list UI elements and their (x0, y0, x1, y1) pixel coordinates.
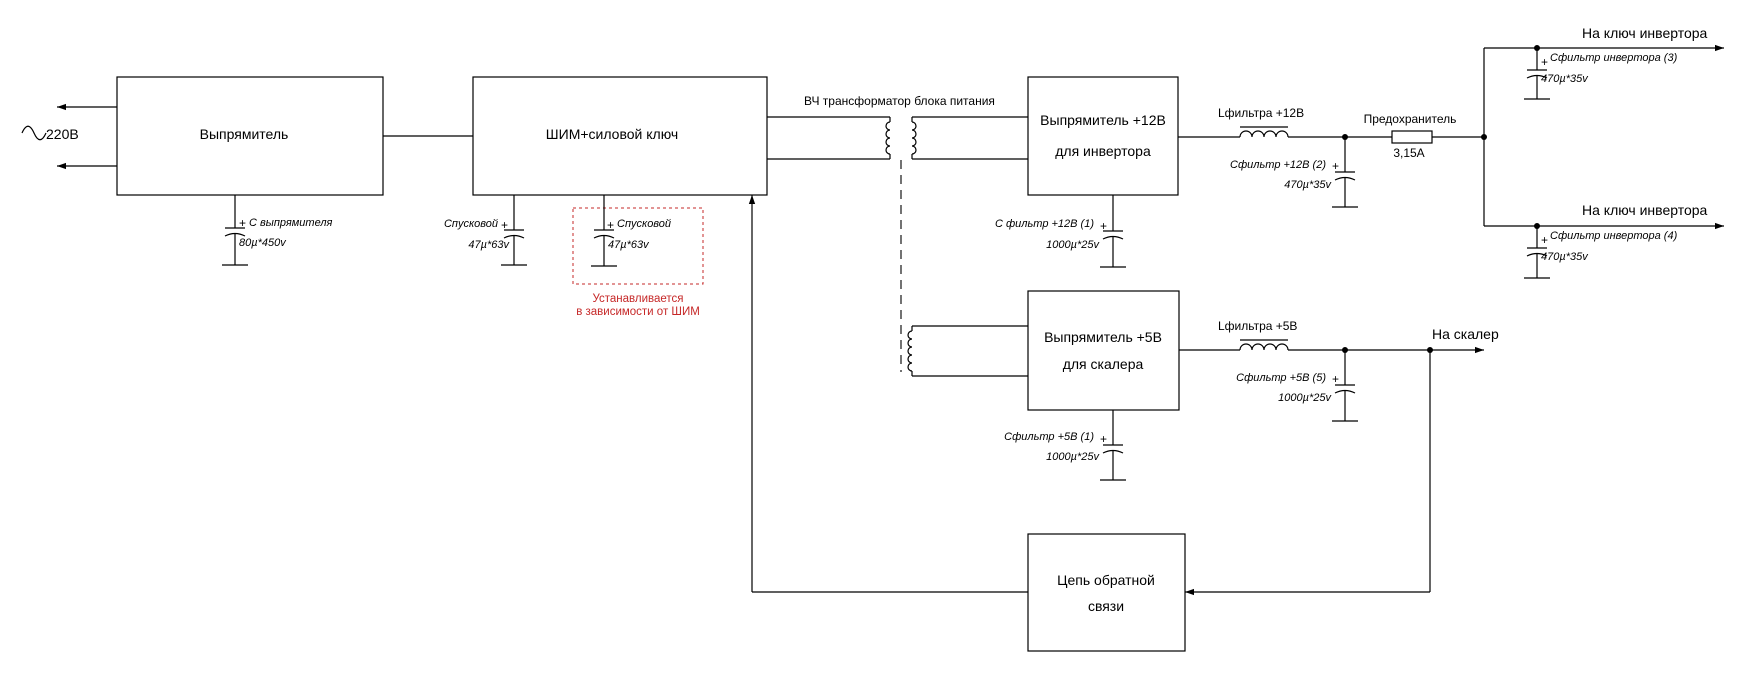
svg-text:+: + (607, 218, 614, 232)
cap-start-1-name: Спусковой (444, 218, 498, 230)
cap-rectifier-value: 80µ*450v (239, 237, 287, 249)
svg-text:+: + (501, 218, 508, 232)
cap-5v-5: + Сфильтр +5В (5) 1000µ*25v (1236, 350, 1358, 422)
cap-12v-2-value: 470µ*35v (1284, 179, 1332, 191)
cap-12v-1: + С фильтр +12В (1) 1000µ*25v (995, 195, 1126, 268)
output-5v-line: Lфильтра +5В На скалер (1179, 319, 1499, 354)
pwm-title: ШИМ+силовой ключ (546, 126, 678, 142)
cap-inverter-3-name: Сфильтр инвертора (3) (1550, 52, 1678, 64)
feedback-title-2: связи (1088, 598, 1124, 614)
inductor-5v (1239, 343, 1289, 351)
cap-rectifier-name: С выпрямителя (249, 217, 333, 229)
cap-inverter-3: + Сфильтр инвертора (3) 470µ*35v (1524, 48, 1678, 100)
feedback-title-1: Цепь обратной (1057, 572, 1155, 588)
output-inverter-1-label: На ключ инвертора (1582, 25, 1708, 41)
feedback-wiring (748, 195, 1431, 596)
svg-text:+: + (1100, 219, 1107, 233)
cap-5v-1: + Сфильтр +5В (1) 1000µ*25v (1004, 410, 1126, 481)
pwm-block: ШИМ+силовой ключ (472, 76, 768, 196)
cap-start-2-name: Спусковой (617, 218, 671, 230)
feedback-block: Цепь обратной связи (1027, 533, 1186, 652)
svg-text:+: + (1332, 372, 1339, 386)
hf-transformer: ВЧ трансформатор блока питания (767, 94, 1028, 377)
rectifier-12v-title-1: Выпрямитель +12В (1040, 112, 1166, 128)
optional-note-line2: в зависимости от ШИМ (576, 306, 700, 318)
cap-5v-5-value: 1000µ*25v (1278, 392, 1332, 404)
svg-text:+: + (239, 216, 246, 230)
svg-text:+: + (1541, 55, 1548, 69)
cap-inverter-3-value: 470µ*35v (1541, 73, 1589, 85)
fuse-label: Предохранитель (1364, 112, 1457, 126)
cap-12v-2-name: Сфильтр +12В (2) (1230, 159, 1326, 171)
rectifier-12v-block: Выпрямитель +12В для инвертора (1027, 76, 1179, 196)
cap-start-2-value: 47µ*63v (608, 239, 650, 251)
cap-5v-5-name: Сфильтр +5В (5) (1236, 372, 1326, 384)
rectifier-5v-title-1: Выпрямитель +5В (1044, 329, 1162, 345)
rectifier-5v-block: Выпрямитель +5В для скалера (1027, 290, 1180, 411)
svg-text:+: + (1332, 159, 1339, 173)
inverter-branch: На ключ инвертора На ключ инвертора (1483, 25, 1724, 230)
cap-12v-2: + Сфильтр +12В (2) 470µ*35v (1230, 137, 1358, 208)
fuse-value: 3,15А (1393, 146, 1424, 160)
cap-12v-1-value: 1000µ*25v (1046, 239, 1100, 251)
cap-5v-1-value: 1000µ*25v (1046, 451, 1100, 463)
cap-inverter-4: + Сфильтр инвертора (4) 470µ*35v (1524, 226, 1678, 279)
rectifier-title: Выпрямитель (200, 126, 289, 142)
cap-start-1-value: 47µ*63v (468, 239, 510, 251)
output-scaler-label: На скалер (1432, 326, 1499, 342)
rectifier-5v-title-2: для скалера (1063, 356, 1144, 372)
coil-icon (885, 121, 891, 155)
mains-input: 220В (21, 103, 117, 170)
cap-inverter-4-name: Сфильтр инвертора (4) (1550, 230, 1678, 242)
mains-label: 220В (46, 126, 79, 142)
ac-sine-icon (21, 125, 47, 141)
rectifier-12v-title-2: для инвертора (1055, 143, 1151, 159)
cap-5v-1-name: Сфильтр +5В (1) (1004, 431, 1094, 443)
fuse-icon (1391, 130, 1433, 144)
inductor-5v-label: Lфильтра +5В (1218, 319, 1297, 333)
cap-start-1: + Спусковой 47µ*63v (444, 195, 527, 266)
transformer-label: ВЧ трансформатор блока питания (804, 94, 995, 108)
svg-text:+: + (1541, 233, 1548, 247)
rectifier-block: Выпрямитель (116, 76, 384, 196)
cap-start-2: + Спусковой 47µ*63v Устанавливается в за… (572, 195, 704, 318)
inductor-12v (1239, 130, 1289, 138)
output-inverter-2-label: На ключ инвертора (1582, 202, 1708, 218)
optional-area-box (572, 207, 704, 285)
cap-rectifier: + С выпрямителя 80µ*450v (222, 195, 333, 266)
svg-text:+: + (1100, 432, 1107, 446)
optional-note-line1: Устанавливается (592, 293, 683, 305)
cap-12v-1-name: С фильтр +12В (1) (995, 218, 1094, 230)
output-12v-line: Lфильтра +12В Предохранитель 3,15А (1178, 106, 1487, 160)
cap-inverter-4-value: 470µ*35v (1541, 251, 1589, 263)
inductor-12v-label: Lфильтра +12В (1218, 106, 1304, 120)
